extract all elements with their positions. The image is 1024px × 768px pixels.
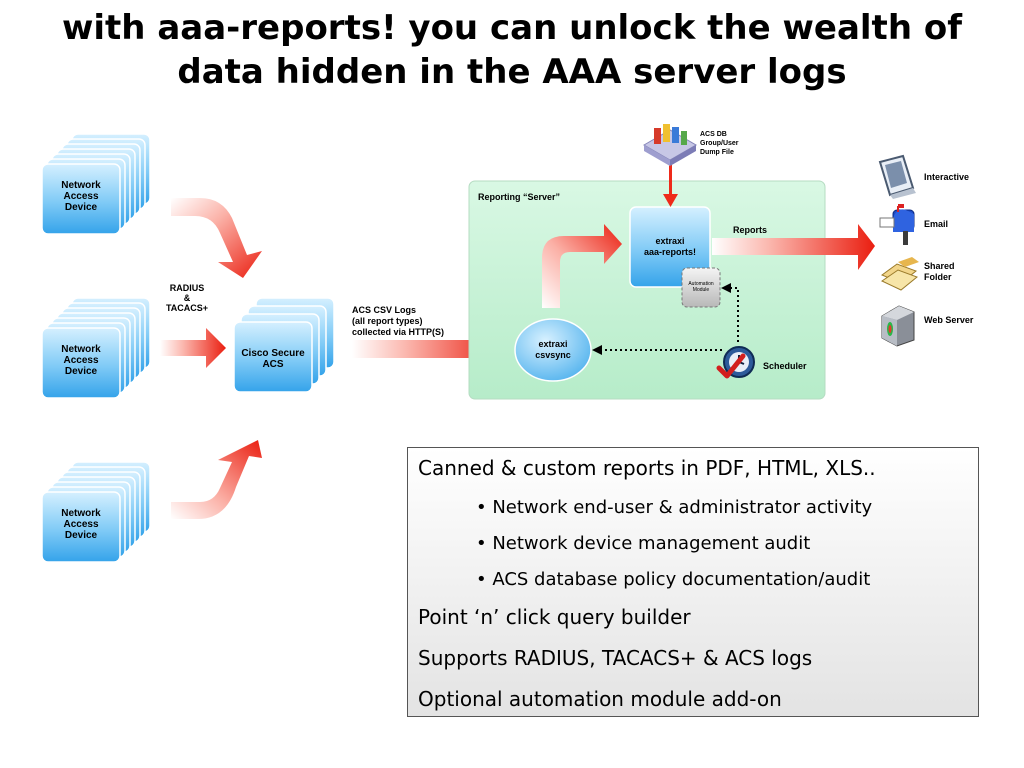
feature-bullet: • Network end-user & administrator activ… <box>476 497 873 518</box>
aaa-reports-label: extraxi aaa-reports! <box>643 236 697 257</box>
output-interactive-label: Interactive <box>924 172 970 182</box>
title-line-2: data hidden in the AAA server logs <box>177 52 847 92</box>
features-box: Canned & custom reports in PDF, HTML, XL… <box>407 447 979 717</box>
arrow-csvsync-to-reports <box>542 224 622 308</box>
feature-item: Point ‘n’ click query builder <box>418 605 691 629</box>
feature-heading: Canned & custom reports in PDF, HTML, XL… <box>418 456 876 480</box>
acs-db-icon <box>642 124 698 166</box>
output-email-label: Email <box>924 219 949 229</box>
arrow-nad-top-to-acs <box>171 198 262 278</box>
automation-module <box>681 267 721 308</box>
dotted-arrowhead-csvsync <box>592 345 602 355</box>
web-server-icon <box>881 305 915 347</box>
arrow-reports-out <box>712 224 875 270</box>
output-web-server-label: Web Server <box>924 315 974 325</box>
feature-item: Optional automation module add-on <box>418 687 782 711</box>
feature-bullet: • ACS database policy documentation/audi… <box>476 569 871 590</box>
page-title: with aaa-reports! you can unlock the wea… <box>0 6 1024 94</box>
nad-label-bottom: Network Access Device <box>61 508 101 541</box>
arrow-nad-mid-to-acs <box>160 328 226 368</box>
dotted-arrowhead-automation <box>721 283 731 293</box>
acs-db-label: ACS DB Group/User Dump File <box>700 131 739 156</box>
csvsync-node <box>514 318 592 382</box>
arrow-nad-bottom-to-acs <box>171 440 262 519</box>
automation-module-label: Automation Module <box>688 281 714 293</box>
scheduler-label: Scheduler <box>763 361 807 371</box>
radius-tacacs-label: RADIUS & TACACS+ <box>165 283 209 313</box>
nad-label-top: Network Access Device <box>61 180 101 213</box>
feature-item: Supports RADIUS, TACACS+ & ACS logs <box>418 646 813 670</box>
aaa-reports-node <box>629 206 711 288</box>
csvsync-label: extraxi csvsync <box>535 339 571 360</box>
feature-bullet: • Network device management audit <box>476 533 811 554</box>
reporting-server-label: Reporting “Server” <box>478 192 561 202</box>
reports-arrow-label: Reports <box>733 225 768 235</box>
scheduler-icon <box>716 346 755 379</box>
nad-label-middle: Network Access Device <box>61 344 101 377</box>
acs-stack <box>233 297 335 393</box>
arrow-db-to-reports <box>663 165 678 207</box>
interactive-icon <box>878 154 916 199</box>
acs-csv-logs-label: ACS CSV Logs (all report types) collecte… <box>352 305 445 337</box>
output-shared-folder-label: Shared Folder <box>924 261 955 282</box>
shared-folder-icon <box>880 257 919 291</box>
arrow-acs-to-csvsync <box>352 328 506 370</box>
title-line-1: with aaa-reports! you can unlock the wea… <box>61 8 963 48</box>
acs-label: Cisco Secure ACS <box>241 348 305 370</box>
email-icon <box>879 204 915 245</box>
